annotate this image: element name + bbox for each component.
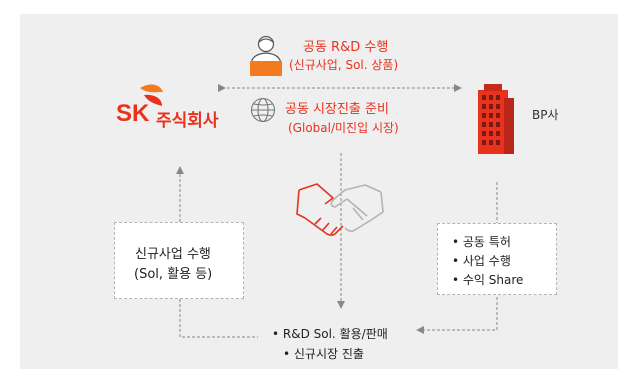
bottom-line1: • R&D Sol. 활용/판매	[272, 327, 388, 341]
left-box-line1: 신규사업 수행	[135, 247, 211, 262]
market-title: 공동 시장진출 준비	[285, 102, 389, 117]
right-box-item-1: • 공동 특허	[452, 235, 511, 249]
handshake-icon	[296, 183, 384, 236]
left-box-line2: (Sol, 활용 등)	[134, 267, 213, 282]
right-box-item-3: • 수익 Share	[452, 273, 524, 287]
building-icon	[478, 84, 514, 154]
partner-label: BP사	[532, 108, 559, 122]
right-outcome-box	[437, 223, 557, 295]
left-bottom-line	[179, 299, 258, 338]
person-laptop-icon	[250, 35, 282, 76]
rnd-title: 공동 R&D 수행	[303, 40, 389, 55]
right-box-item-2: • 사업 수행	[452, 254, 511, 268]
market-subtitle: (Global/미진입 시장)	[288, 121, 399, 135]
left-outcome-box	[114, 222, 244, 299]
sk-mark: SK	[116, 100, 150, 127]
rnd-subtitle: (신규사업, Sol. 상품)	[289, 58, 399, 72]
bottom-line2: • 신규시장 진출	[283, 347, 364, 361]
sk-company-name: 주식회사	[156, 111, 219, 131]
diagram-panel	[20, 14, 618, 369]
right-return-arrow	[416, 182, 498, 334]
sk-butterfly-icon	[140, 84, 163, 106]
globe-icon	[250, 97, 276, 123]
sk-logo: SK 주식회사	[116, 82, 226, 132]
